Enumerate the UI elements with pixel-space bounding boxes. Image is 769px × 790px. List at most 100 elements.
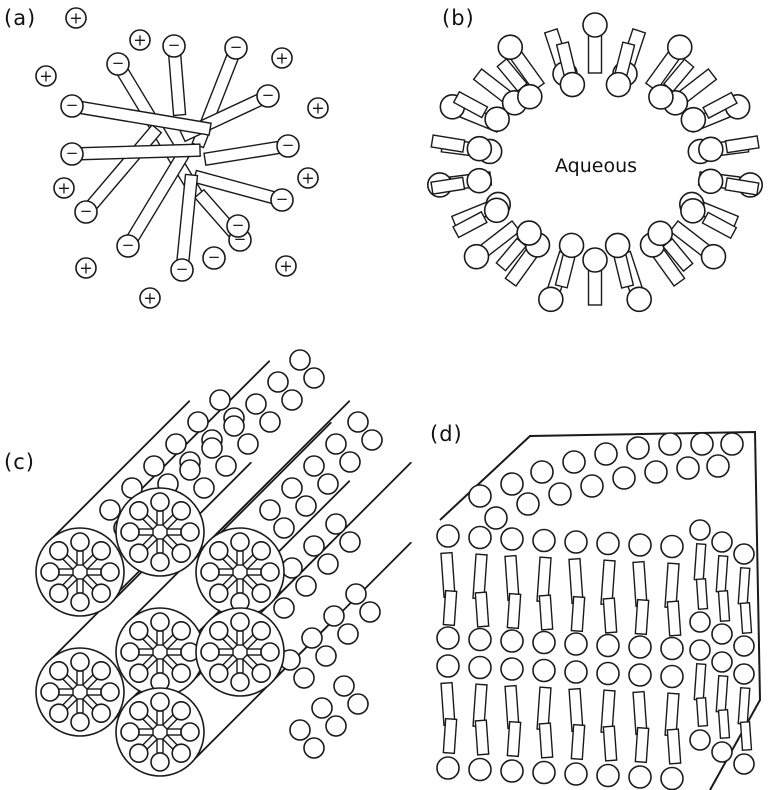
- tube-surface-head: [302, 628, 322, 648]
- polar-head: [130, 744, 148, 762]
- negative-charge: −: [262, 86, 275, 104]
- polar-head: [201, 643, 219, 661]
- bilayer-head: [565, 763, 587, 785]
- bilayer-head: [629, 534, 651, 556]
- polar-head: [130, 502, 148, 520]
- polar-head: [172, 544, 190, 562]
- tube-surface-head: [216, 456, 236, 476]
- bilayer-head: [469, 629, 491, 651]
- surfactant-tail: [157, 511, 163, 525]
- surfactant-tail: [59, 689, 73, 695]
- surface-head: [581, 475, 603, 497]
- tube-surface-head: [294, 668, 314, 688]
- surfactant-tail: [219, 649, 233, 655]
- polar-head: [210, 542, 228, 560]
- surfactant-tail: [738, 688, 749, 725]
- tube-surface-head: [304, 536, 324, 556]
- polar-head: [231, 533, 249, 551]
- negative-charge: −: [230, 38, 243, 56]
- surfactant-tail: [139, 649, 153, 655]
- polar-head: [583, 248, 607, 272]
- surfactant-tail: [741, 722, 752, 751]
- polar-head: [172, 664, 190, 682]
- tube-surface-head: [166, 434, 186, 454]
- polar-head: [252, 584, 270, 602]
- surface-head: [721, 433, 743, 455]
- surfactant-tail: [139, 729, 153, 735]
- bilayer-head: [690, 612, 710, 632]
- tube-surface-head: [360, 602, 380, 622]
- surfactant-tail: [204, 141, 284, 165]
- bilayer-head: [437, 655, 459, 677]
- surfactant-tail: [719, 710, 730, 739]
- polar-head: [606, 73, 630, 97]
- surfactant-tail: [507, 594, 520, 629]
- tube-surface-head: [304, 368, 324, 388]
- tube-surface-head: [324, 606, 344, 626]
- tube-surface-head: [296, 576, 316, 596]
- polar-head: [71, 653, 89, 671]
- surface-head: [613, 467, 635, 489]
- bilayer-head: [734, 754, 754, 774]
- bilayer-head: [712, 624, 732, 644]
- tube-surface-head: [304, 456, 324, 476]
- polar-head: [498, 35, 522, 59]
- bilayer-head: [661, 536, 683, 558]
- bilayer-head: [712, 532, 732, 552]
- positive-charge: +: [311, 99, 324, 118]
- bilayer-head: [597, 663, 619, 685]
- positive-charge: +: [57, 179, 70, 198]
- tube-surface-head: [348, 412, 368, 432]
- tube-surface-head: [290, 720, 310, 740]
- bilayer-head: [533, 660, 555, 682]
- bilayer-head: [469, 759, 491, 781]
- surfactant-tail: [167, 649, 181, 655]
- surfactant-tail: [694, 664, 705, 701]
- negative-charge: −: [232, 216, 245, 234]
- negative-charge: −: [176, 260, 189, 278]
- ionic-micelle-drawing: −−−−−−−−−−−−−−++++++++++: [0, 0, 360, 320]
- polar-head: [151, 493, 169, 511]
- tube-surface-head: [210, 390, 230, 410]
- bilayer-head: [712, 652, 732, 672]
- surfactant-tail: [475, 592, 488, 627]
- bilayer-head: [437, 627, 459, 649]
- bilayer-head: [661, 768, 683, 790]
- surface-head: [659, 433, 681, 455]
- positive-charge: +: [301, 169, 314, 188]
- bilayer-head: [597, 765, 619, 787]
- positive-charge: +: [279, 257, 292, 276]
- bilayer-head: [690, 730, 710, 750]
- surfactant-tail: [77, 579, 83, 593]
- surfactant-tail: [157, 659, 163, 673]
- surfactant-tail: [443, 591, 456, 626]
- surfactant-tail: [740, 603, 751, 634]
- polar-head: [261, 643, 279, 661]
- bilayer-head: [565, 633, 587, 655]
- surfactant-tail: [716, 676, 727, 713]
- surfactant-tail: [157, 539, 163, 553]
- surfactant-tail: [167, 729, 181, 735]
- surface-head: [517, 493, 539, 515]
- polar-head: [464, 245, 488, 269]
- bilayer-head: [734, 544, 754, 564]
- surfactant-tail: [635, 728, 648, 763]
- bilayer-head: [501, 658, 523, 680]
- negative-charge: −: [66, 144, 79, 162]
- polar-head: [71, 713, 89, 731]
- surfactant-tail: [87, 689, 101, 695]
- surface-head: [549, 483, 571, 505]
- bilayer-head: [565, 661, 587, 683]
- surface-head: [677, 457, 699, 479]
- tube-surface-head: [340, 452, 360, 472]
- polar-head: [517, 221, 541, 245]
- polar-head: [485, 198, 509, 222]
- bilayer-head: [661, 666, 683, 688]
- polar-head: [41, 563, 59, 581]
- surfactant-tail: [571, 597, 584, 632]
- positive-charge: +: [79, 259, 92, 278]
- surfactant-tail: [247, 569, 261, 575]
- negative-charge: −: [168, 36, 181, 54]
- polar-head: [649, 85, 673, 109]
- tube-surface-head: [296, 496, 316, 516]
